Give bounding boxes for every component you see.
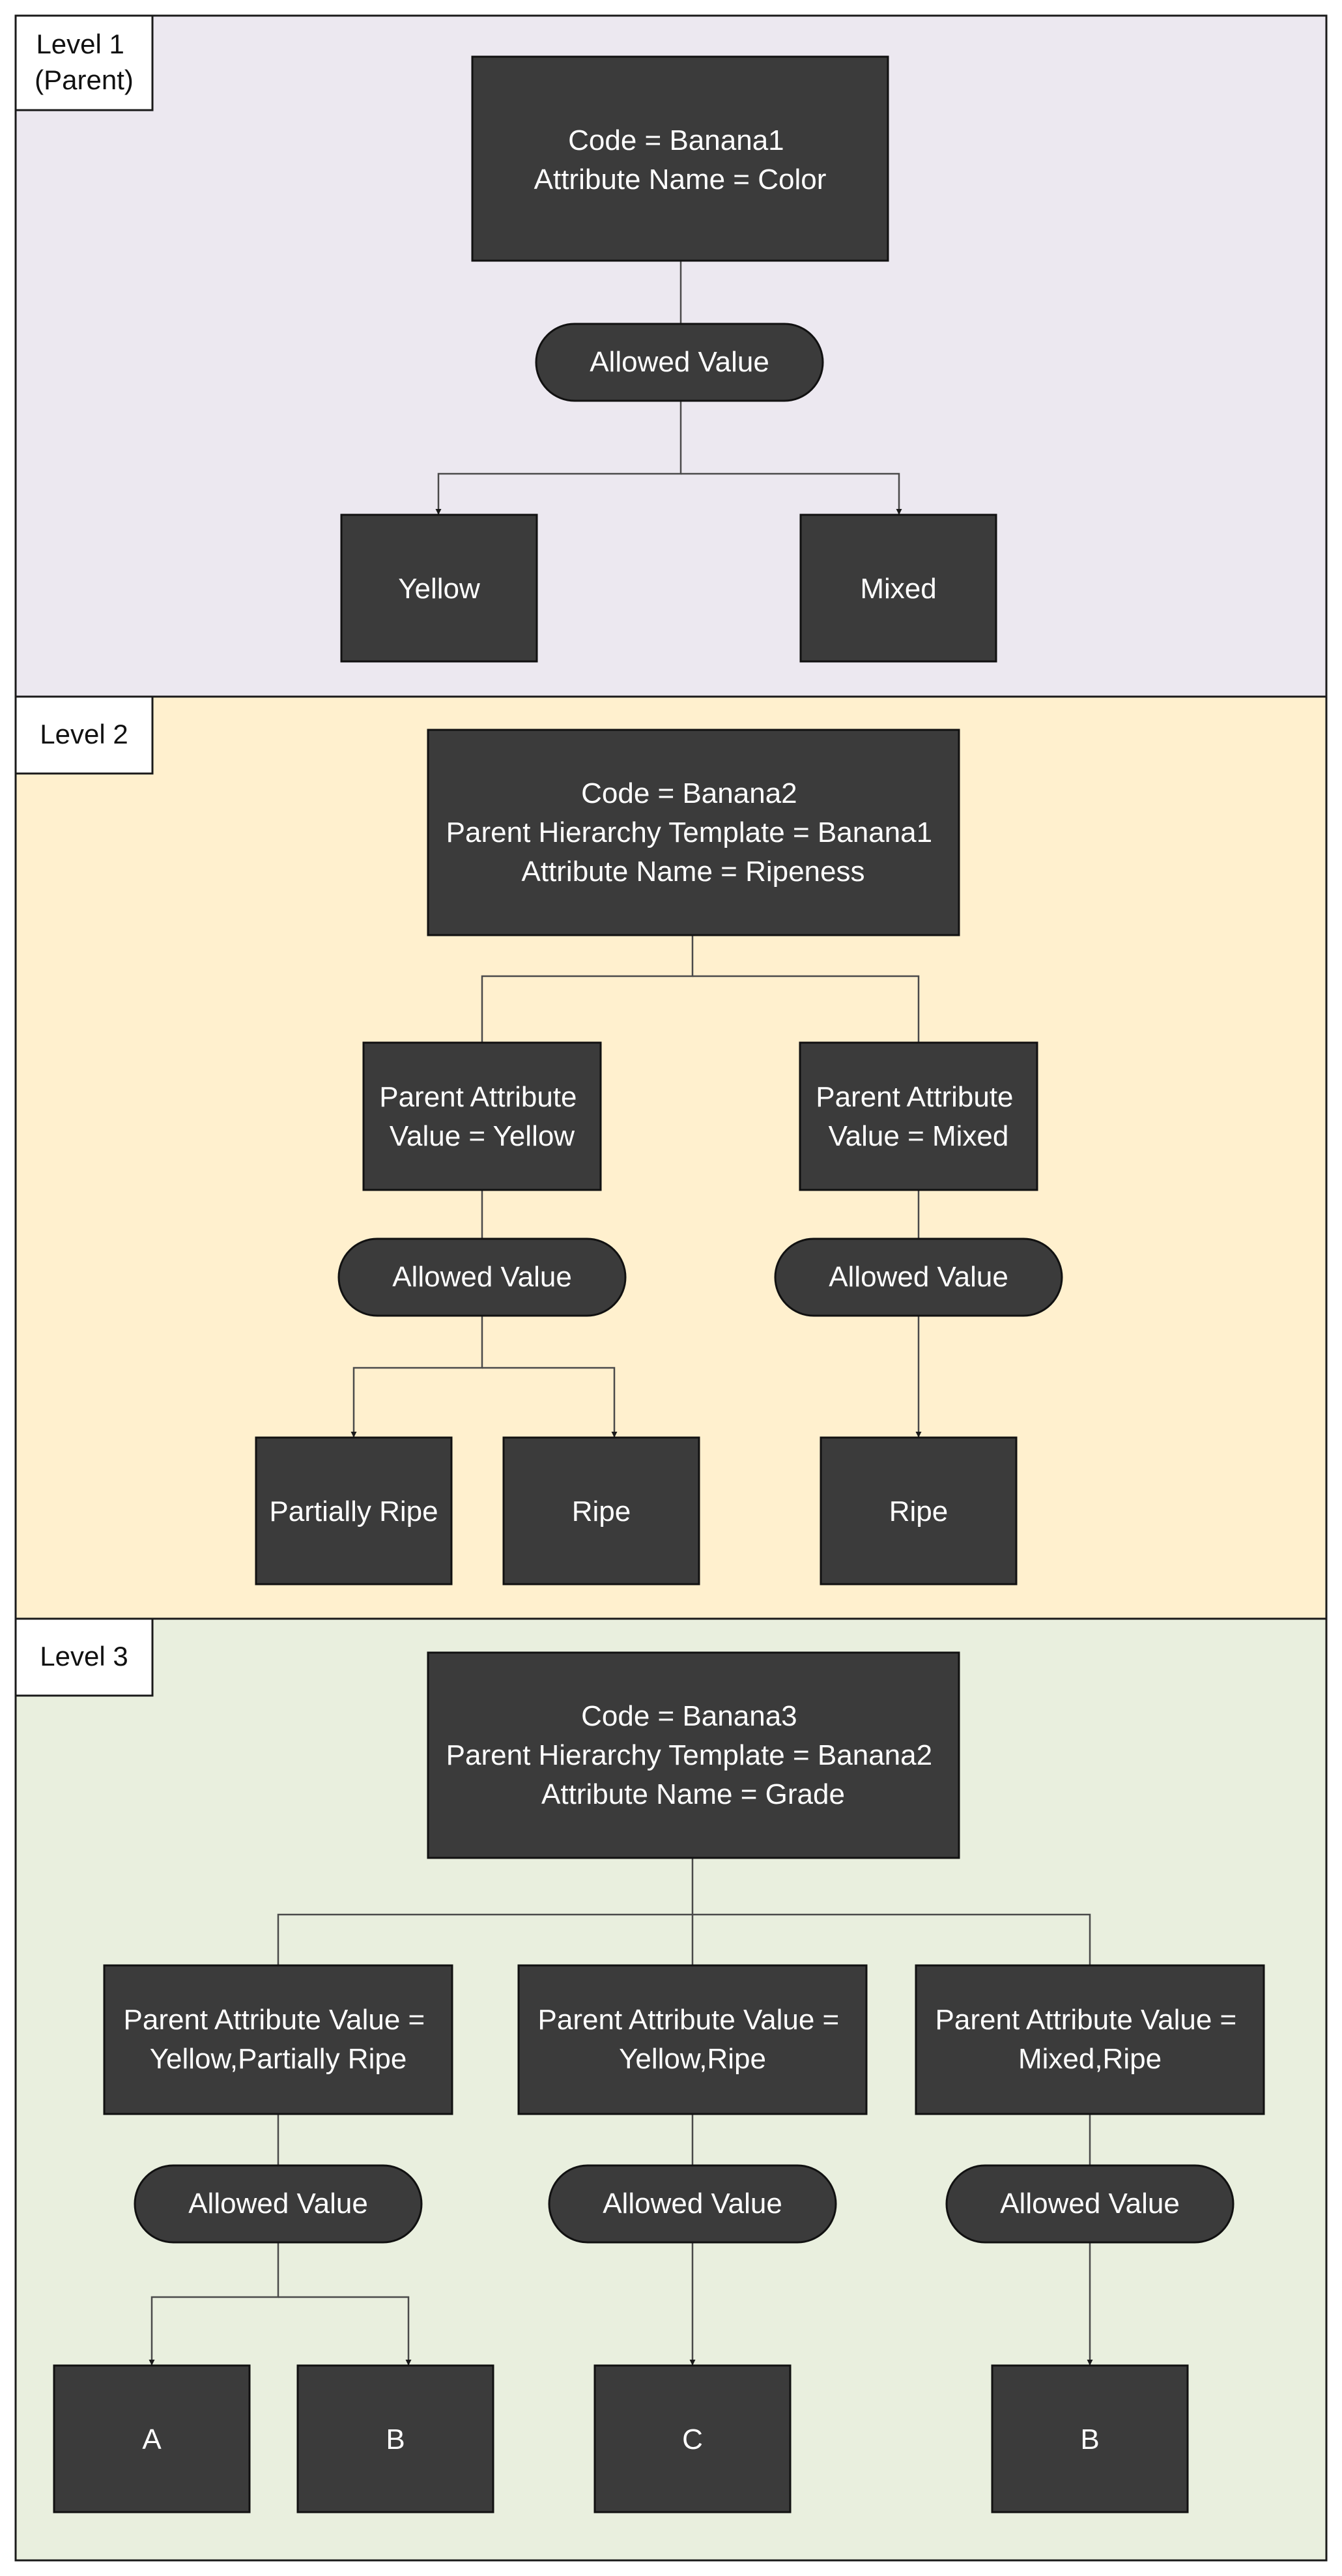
value-node-text: C [682, 2424, 703, 2455]
level-3-label-box [14, 1617, 154, 1697]
level-2-section: Level 2 Code = Banana2 Parent Hierarchy … [14, 695, 1328, 1620]
parent-attribute-node [799, 1041, 1038, 1191]
parent-attribute-node [362, 1041, 602, 1191]
template-node-banana3 [427, 1651, 960, 1859]
level-2-label: Level 2 [40, 719, 128, 749]
template-node-banana3-text: Code = Banana3 Parent Hierarchy Template… [446, 1700, 941, 1810]
value-node [593, 2364, 792, 2513]
value-node [255, 1436, 453, 1585]
allowed-value-label: Allowed Value [603, 2188, 782, 2220]
parent-attribute-text: Parent Attribute Value = Yellow,Partiall… [124, 2004, 433, 2075]
connector [681, 472, 902, 515]
value-node [820, 1436, 1018, 1585]
parent-attribute-text: Parent Attribute Value = Mixed [816, 1081, 1021, 1152]
connector [278, 2296, 412, 2366]
allowed-value-pill [774, 1237, 1063, 1317]
value-node-text: Mixed [860, 573, 936, 605]
value-node-text: B [1080, 2424, 1099, 2455]
template-node-banana1 [471, 55, 889, 262]
level-1-label: Level 1 (Parent) [35, 29, 134, 95]
value-node-text: Ripe [889, 1496, 949, 1527]
level-3-label: Level 3 [40, 1641, 128, 1672]
connector [149, 2242, 279, 2366]
value-node [799, 514, 997, 663]
connector [350, 1316, 483, 1438]
allowed-value-label: Allowed Value [188, 2188, 368, 2220]
parent-attribute-text: Parent Attribute Value = Yellow,Ripe [538, 2004, 848, 2075]
value-node [340, 514, 538, 663]
connector [692, 975, 920, 1043]
value-node [502, 1436, 700, 1585]
value-node-text: B [386, 2424, 405, 2455]
parent-attribute-text: Parent Attribute Value = Mixed,Ripe [935, 2004, 1245, 2075]
allowed-value-label: Allowed Value [590, 346, 769, 378]
level-1-section: Level 1 (Parent) Code = Banana1 Attribut… [14, 14, 1328, 698]
parent-attribute-node [103, 1964, 453, 2115]
level-3-section: Level 3 Code = Banana3 Parent Hierarchy … [14, 1617, 1328, 2562]
value-node-text: A [142, 2424, 162, 2455]
connector [435, 401, 682, 515]
template-node-banana2 [427, 729, 960, 936]
connector [277, 1858, 694, 1965]
value-node-text: Partially Ripe [269, 1496, 438, 1527]
parent-attribute-node [915, 1964, 1265, 2115]
allowed-value-pill [548, 2164, 837, 2244]
value-node-text: Ripe [572, 1496, 631, 1527]
value-node [53, 2364, 251, 2513]
value-node-text: Yellow [398, 573, 480, 605]
allowed-value-label: Allowed Value [1000, 2188, 1180, 2220]
level-2-label-box [14, 695, 154, 775]
level-1-label-box [14, 14, 154, 111]
allowed-value-pill [945, 2164, 1235, 2244]
template-node-banana1-text: Code = Banana1 Attribute Name = Color [534, 124, 827, 195]
template-node-banana2-text: Code = Banana2 Parent Hierarchy Template… [446, 777, 941, 888]
value-node [296, 2364, 494, 2513]
value-node [991, 2364, 1189, 2513]
parent-attribute-node [517, 1964, 868, 2115]
connector [481, 935, 694, 1043]
allowed-value-pill [535, 323, 824, 402]
allowed-value-label: Allowed Value [829, 1261, 1008, 1293]
parent-attribute-text: Parent Attribute Value = Yellow [379, 1081, 585, 1152]
allowed-value-label: Allowed Value [392, 1261, 572, 1293]
connector [692, 1913, 1091, 1965]
allowed-value-pill [337, 1237, 627, 1317]
connector [482, 1367, 618, 1438]
allowed-value-pill [134, 2164, 423, 2244]
